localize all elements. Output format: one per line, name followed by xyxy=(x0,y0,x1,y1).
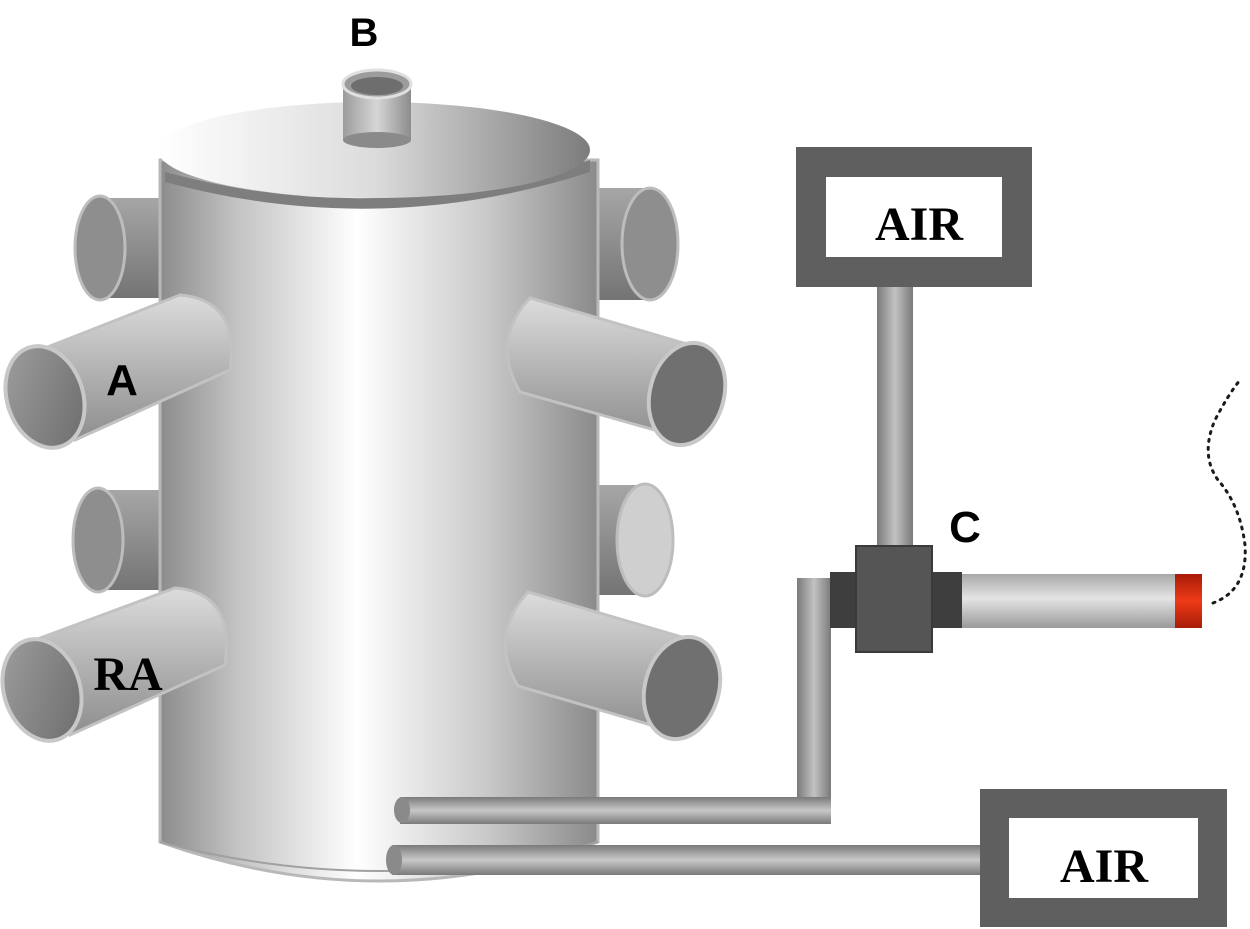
port-ra xyxy=(0,586,228,743)
back-port-lower-right xyxy=(595,482,675,598)
pipe-bottom xyxy=(386,845,984,875)
air-label-bottom: AIR xyxy=(1060,840,1149,893)
valve-c xyxy=(830,545,962,653)
label-c: C xyxy=(949,503,981,552)
vessel-lid xyxy=(158,102,590,209)
port-right-lower xyxy=(503,590,723,742)
probe-tube xyxy=(958,574,1202,628)
port-a xyxy=(3,293,233,450)
label-a: A xyxy=(106,356,138,405)
back-port-upper-left xyxy=(73,194,160,302)
back-port-upper-right xyxy=(595,186,680,302)
air-box-bottom xyxy=(980,789,1227,927)
dotted-wire xyxy=(1206,378,1247,605)
back-port-lower-left xyxy=(71,486,160,594)
air-box-top xyxy=(796,147,1032,287)
pipe-top-vertical xyxy=(877,287,913,549)
vessel-body xyxy=(158,158,600,883)
probe-red-tip xyxy=(1175,574,1202,628)
pipe-valve-to-vessel xyxy=(394,578,831,824)
label-ra: RA xyxy=(93,648,163,701)
air-label-top: AIR xyxy=(875,198,964,251)
label-b: B xyxy=(350,11,379,55)
port-right-upper xyxy=(505,296,728,448)
top-port xyxy=(341,68,413,148)
